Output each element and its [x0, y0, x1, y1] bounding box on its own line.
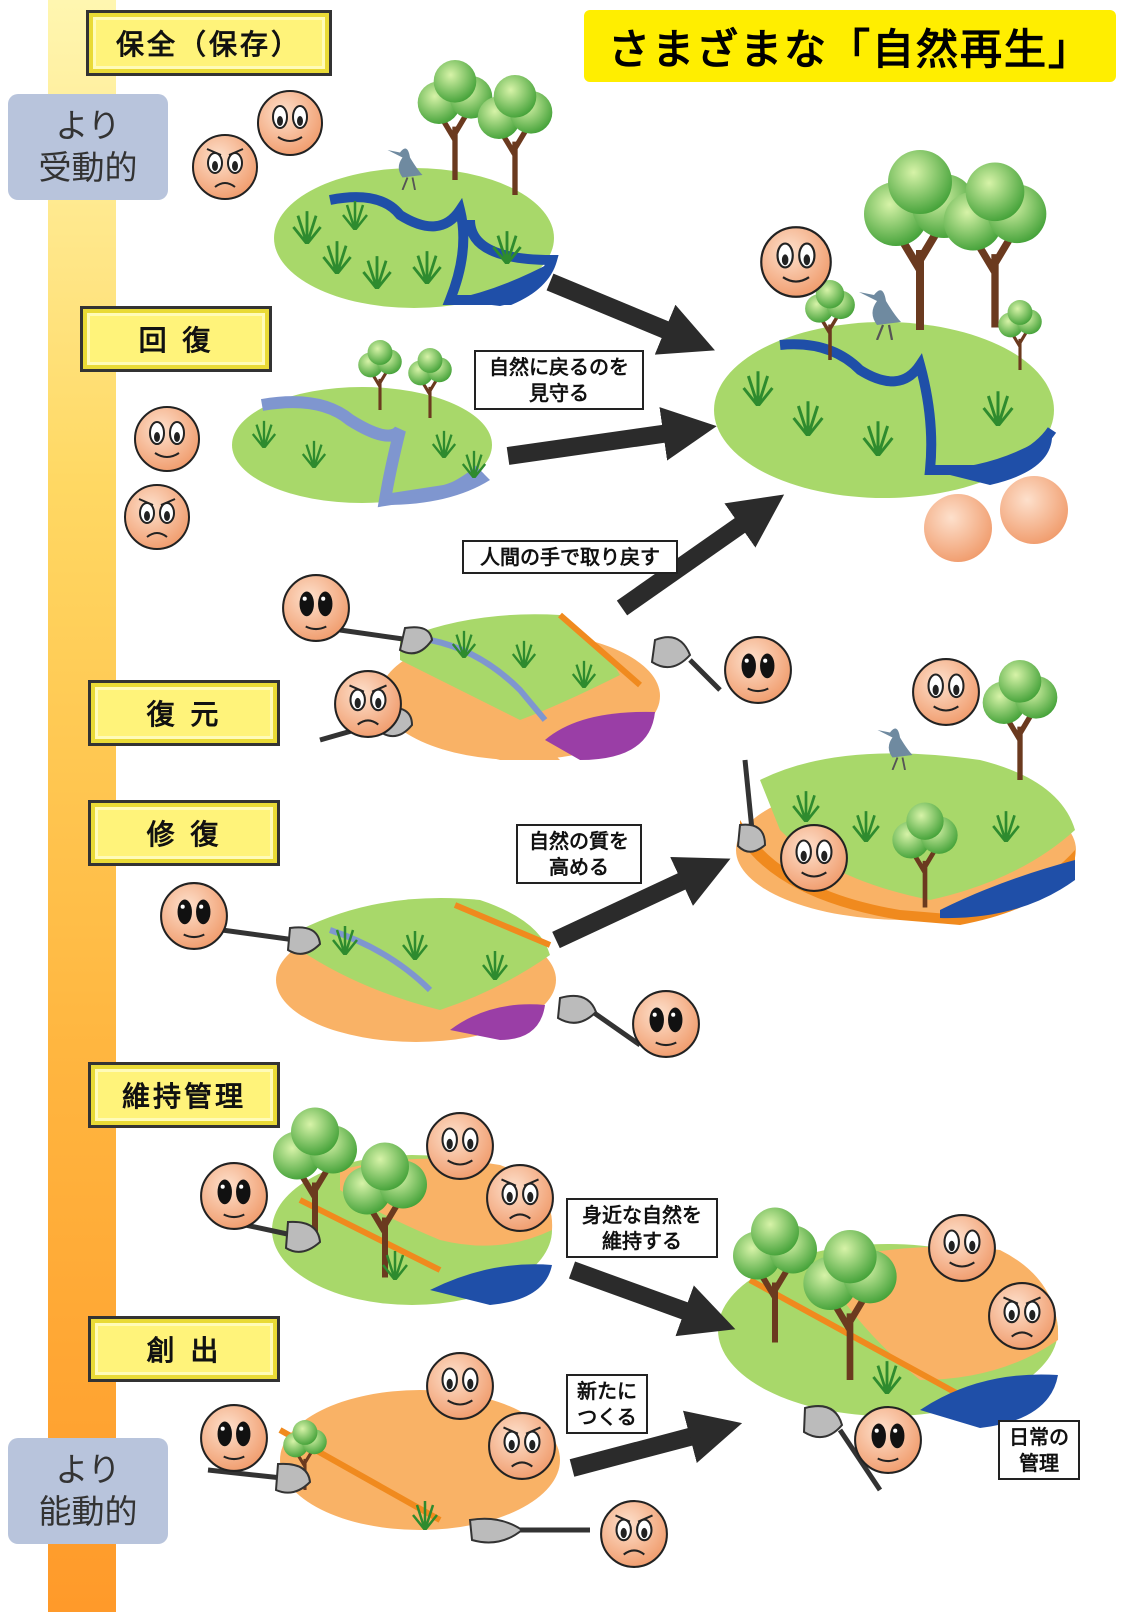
shovel-goal3: [802, 1405, 883, 1492]
face-fukugen-1: [282, 574, 350, 642]
callout-tsukuru: 新たに つくる: [566, 1374, 648, 1434]
arrow-hozen-to-goal: [546, 273, 715, 355]
face-hozen-2: [192, 134, 258, 200]
face-goal2-2: [780, 824, 848, 892]
face-soshutsu-1: [200, 1404, 268, 1472]
face-soshutsu-2: [426, 1352, 494, 1420]
shovel-soshutsu-2: [468, 1517, 590, 1544]
callout-tsukuru-line2: つくる: [577, 1405, 637, 1429]
face-kaifuku-1: [134, 406, 200, 472]
shovel-goal2: [736, 759, 767, 853]
face-soshutsu-4: [600, 1500, 668, 1568]
more-passive-label-line1: より: [55, 106, 121, 145]
arrow-soshutsu-to-goal: [569, 1410, 743, 1477]
callout-kanri-line2: 管理: [1019, 1451, 1059, 1475]
arrow-kaifuku-to-goal: [506, 407, 717, 465]
stage-label-iji: 維持管理: [88, 1062, 280, 1128]
callout-mimamoru: 自然に戻るのを 見守る: [474, 350, 644, 410]
face-kaifuku-2: [124, 484, 190, 550]
callout-takameru-line1: 自然の質を: [529, 829, 629, 853]
shovel-shufuku-2: [556, 994, 642, 1048]
shovel-fukugen-1: [339, 626, 434, 655]
face-hozen-1: [257, 90, 323, 156]
stage-label-kaifuku: 回 復: [80, 306, 272, 372]
face-fukugen-3: [724, 636, 792, 704]
face-shufuku-2: [632, 990, 700, 1058]
callout-ijisuru-line2: 維持する: [602, 1229, 682, 1253]
arrow-iji-to-goal: [568, 1261, 736, 1337]
face-goal2-1: [912, 658, 980, 726]
callout-ijisuru: 身近な自然を 維持する: [566, 1198, 718, 1258]
island-fukugen: [380, 612, 660, 760]
callout-mimamoru-line2: 見守る: [529, 381, 589, 405]
face-iji-3: [486, 1164, 554, 1232]
callout-ijisuru-line1: 身近な自然を: [582, 1203, 702, 1227]
face-goal3-1: [928, 1214, 996, 1282]
face-iji-1: [200, 1162, 268, 1230]
callout-tsukuru-line1: 新たに: [577, 1379, 637, 1403]
island-kaifuku: [232, 340, 492, 508]
shovel-soshutsu-1: [207, 1462, 312, 1494]
face-goal1-back-1: [924, 494, 992, 562]
face-goal3-3: [854, 1406, 922, 1474]
arrow-fukugen-to-goal: [616, 494, 785, 616]
island-goal-natural: [714, 150, 1057, 498]
more-passive-label: より 受動的: [8, 94, 168, 200]
face-fukugen-2: [334, 670, 402, 738]
island-shufuku: [276, 898, 556, 1042]
callout-torimodosu-line1: 人間の手で取り戻す: [480, 545, 660, 569]
stage-label-soshutsu: 創 出: [88, 1316, 280, 1382]
callout-mimamoru-line1: 自然に戻るのを: [489, 355, 629, 379]
callout-kanri-line1: 日常の: [1009, 1425, 1069, 1449]
island-soshutsu: [278, 1390, 560, 1530]
island-goal-managed: [718, 1208, 1059, 1428]
face-goal1: [760, 226, 832, 298]
page-title: さまざまな「自然再生」: [584, 10, 1116, 82]
more-active-label: より 能動的: [8, 1438, 168, 1544]
face-soshutsu-3: [488, 1412, 556, 1480]
arrow-shufuku-to-goal: [552, 856, 731, 949]
callout-takameru: 自然の質を 高める: [516, 824, 642, 884]
stage-label-shufuku: 修 復: [88, 800, 280, 866]
shovel-fukugen-3: [650, 636, 722, 692]
stage-label-fukugen: 復 元: [88, 680, 280, 746]
more-active-label-line2: 能動的: [38, 1492, 138, 1531]
more-active-label-line1: より: [55, 1450, 121, 1489]
face-goal3-2: [988, 1282, 1056, 1350]
callout-kanri: 日常の 管理: [998, 1420, 1080, 1480]
stage-label-hozen: 保全（保存）: [86, 10, 332, 76]
more-passive-label-line2: 受動的: [38, 148, 138, 187]
island-hozen: [274, 60, 559, 308]
callout-torimodosu: 人間の手で取り戻す: [462, 540, 678, 574]
callout-takameru-line2: 高める: [549, 855, 609, 879]
face-goal1-back-2: [1000, 476, 1068, 544]
island-goal-enhanced: [736, 660, 1076, 925]
face-shufuku-1: [160, 882, 228, 950]
face-iji-2: [426, 1112, 494, 1180]
shovel-shufuku-1: [221, 926, 322, 955]
